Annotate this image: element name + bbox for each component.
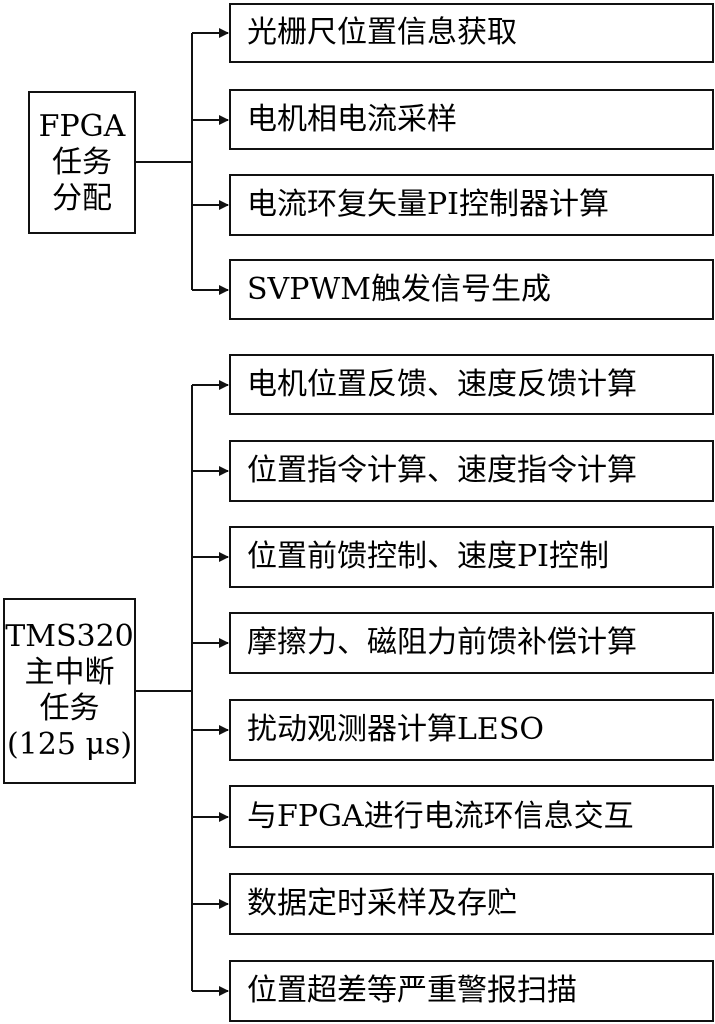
task-label: 数据定时采样及存贮 bbox=[247, 886, 517, 921]
task-box: 数据定时采样及存贮 bbox=[229, 873, 714, 935]
group-label-line: 主中断 bbox=[24, 655, 115, 690]
task-label: 电机位置反馈、速度反馈计算 bbox=[247, 366, 637, 402]
task-label: 位置超差等严重警报扫描 bbox=[247, 973, 577, 1008]
group-label-line: (125 μs) bbox=[6, 727, 133, 762]
task-label: 电机相电流采样 bbox=[247, 101, 457, 137]
group-label-line: FPGA bbox=[38, 108, 126, 144]
task-box: SVPWM触发信号生成 bbox=[229, 259, 714, 320]
task-box: 扰动观测器计算LESO bbox=[229, 699, 714, 761]
task-box: 位置指令计算、速度指令计算 bbox=[229, 440, 714, 502]
task-label: 摩擦力、磁阻力前馈补偿计算 bbox=[247, 625, 637, 660]
task-label: SVPWM触发信号生成 bbox=[247, 271, 551, 307]
group-box-fpga: FPGA 任务 分配 bbox=[28, 91, 136, 234]
task-box: 与FPGA进行电流环信息交互 bbox=[229, 785, 714, 848]
task-label: 与FPGA进行电流环信息交互 bbox=[247, 798, 634, 834]
group-label-line: 分配 bbox=[52, 180, 112, 216]
group-label-line: 任务 bbox=[52, 144, 112, 180]
task-box: 摩擦力、磁阻力前馈补偿计算 bbox=[229, 612, 714, 674]
task-box: 电机位置反馈、速度反馈计算 bbox=[229, 354, 714, 415]
task-label: 电流环复矢量PI控制器计算 bbox=[247, 187, 610, 222]
group-box-tms320: TMS320 主中断 任务 (125 μs) bbox=[3, 598, 136, 784]
group-label-line: TMS320 bbox=[5, 619, 134, 654]
task-label: 扰动观测器计算LESO bbox=[247, 712, 544, 747]
task-label: 位置前馈控制、速度PI控制 bbox=[247, 539, 610, 574]
task-label: 光栅尺位置信息获取 bbox=[247, 15, 517, 50]
task-box: 位置前馈控制、速度PI控制 bbox=[229, 526, 714, 588]
task-label: 位置指令计算、速度指令计算 bbox=[247, 453, 637, 488]
task-box: 光栅尺位置信息获取 bbox=[229, 3, 714, 63]
task-box: 电机相电流采样 bbox=[229, 89, 714, 150]
task-box: 电流环复矢量PI控制器计算 bbox=[229, 174, 714, 236]
task-box: 位置超差等严重警报扫描 bbox=[229, 960, 714, 1022]
group-label-line: 任务 bbox=[39, 691, 100, 726]
